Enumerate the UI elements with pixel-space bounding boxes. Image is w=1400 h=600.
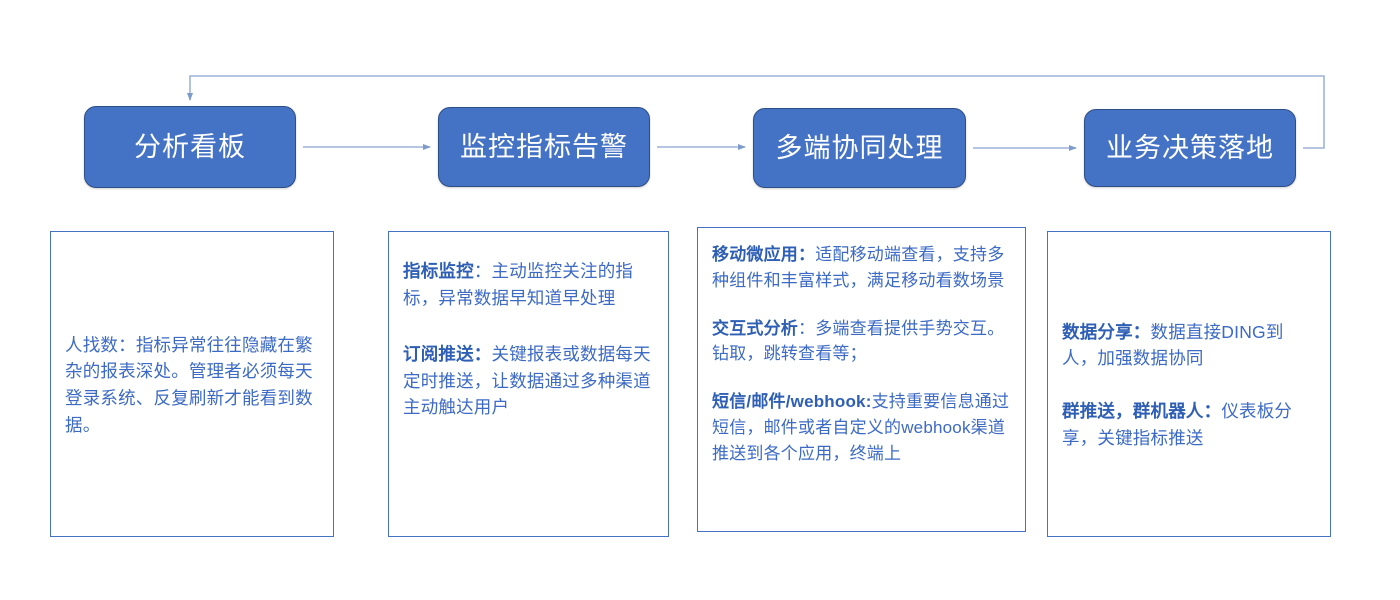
paragraph-lead: 人找数： <box>65 334 136 355</box>
stage-metric-alert[interactable]: 监控指标告警 <box>438 107 650 187</box>
stage-label: 多端协同处理 <box>775 132 944 163</box>
paragraph-lead: 群推送，群机器人： <box>1062 401 1222 421</box>
panel-paragraph: 人找数：指标异常往往隐藏在繁杂的报表深处。管理者必须每天登录系统、反复刷新才能看… <box>65 332 319 438</box>
panel-paragraph: 群推送，群机器人：仪表板分享，关键指标推送 <box>1062 398 1316 451</box>
panel-share: 数据分享：数据直接DING到人，加强数据协同 群推送，群机器人：仪表板分享，关键… <box>1047 231 1331 537</box>
panel-paragraph: 交互式分析：多端查看提供手势交互。钻取，跳转查看等； <box>712 316 1011 368</box>
stage-business-decision[interactable]: 业务决策落地 <box>1084 109 1296 187</box>
paragraph-body: 支持重要信息通过短信，邮件或者自定义的webhook渠道推送到各个应用，终端上 <box>712 392 1010 463</box>
stage-label: 监控指标告警 <box>460 131 628 162</box>
panel-paragraph: 订阅推送：关键报表或数据每天定时推送，让数据通过多种渠道主动触达用户 <box>403 341 654 421</box>
panel-paragraph: 移动微应用：适配移动端查看，支持多种组件和丰富样式，满足移动看数场景 <box>712 242 1011 294</box>
panel-paragraph: 数据分享：数据直接DING到人，加强数据协同 <box>1062 319 1316 372</box>
panel-monitor: 指标监控：主动监控关注的指标，异常数据早知道早处理 订阅推送：关键报表或数据每天… <box>388 231 669 537</box>
paragraph-body: 适配移动端查看，支持多种组件和丰富样式，满足移动看数场景 <box>712 245 1005 290</box>
panel-pain-point: 人找数：指标异常往往隐藏在繁杂的报表深处。管理者必须每天登录系统、反复刷新才能看… <box>50 231 334 537</box>
paragraph-lead: 指标监控 <box>403 261 474 281</box>
stage-label: 分析看板 <box>134 131 246 162</box>
paragraph-body: 关键报表或数据每天定时推送，让数据通过多种渠道主动触达用户 <box>403 344 651 418</box>
paragraph-body: 数据直接DING到人，加强数据协同 <box>1062 321 1284 369</box>
paragraph-body: ：主动监控关注的指标，异常数据早知道早处理 <box>403 261 634 308</box>
stage-label: 业务决策落地 <box>1106 132 1274 163</box>
paragraph-lead: 数据分享： <box>1062 321 1151 342</box>
panel-paragraph: 指标监控：主动监控关注的指标，异常数据早知道早处理 <box>403 258 654 311</box>
panel-multi-terminal: 移动微应用：适配移动端查看，支持多种组件和丰富样式，满足移动看数场景 交互式分析… <box>697 227 1026 532</box>
paragraph-lead: 移动微应用： <box>712 245 816 264</box>
stage-analysis-dashboard[interactable]: 分析看板 <box>84 106 296 188</box>
paragraph-body: 仪表板分享，关键指标推送 <box>1062 401 1293 448</box>
paragraph-lead: 短信/邮件/webhook: <box>712 392 872 412</box>
stage-multi-terminal[interactable]: 多端协同处理 <box>753 108 966 188</box>
panel-paragraph: 短信/邮件/webhook:支持重要信息通过短信，邮件或者自定义的webhook… <box>712 389 1011 466</box>
paragraph-body: 指标异常往往隐藏在繁杂的报表深处。管理者必须每天登录系统、反复刷新才能看到数据。 <box>65 334 313 435</box>
paragraph-body: ：多端查看提供手势交互。钻取，跳转查看等； <box>712 318 1005 364</box>
paragraph-lead: 交互式分析 <box>712 318 798 338</box>
paragraph-lead: 订阅推送： <box>403 344 492 365</box>
